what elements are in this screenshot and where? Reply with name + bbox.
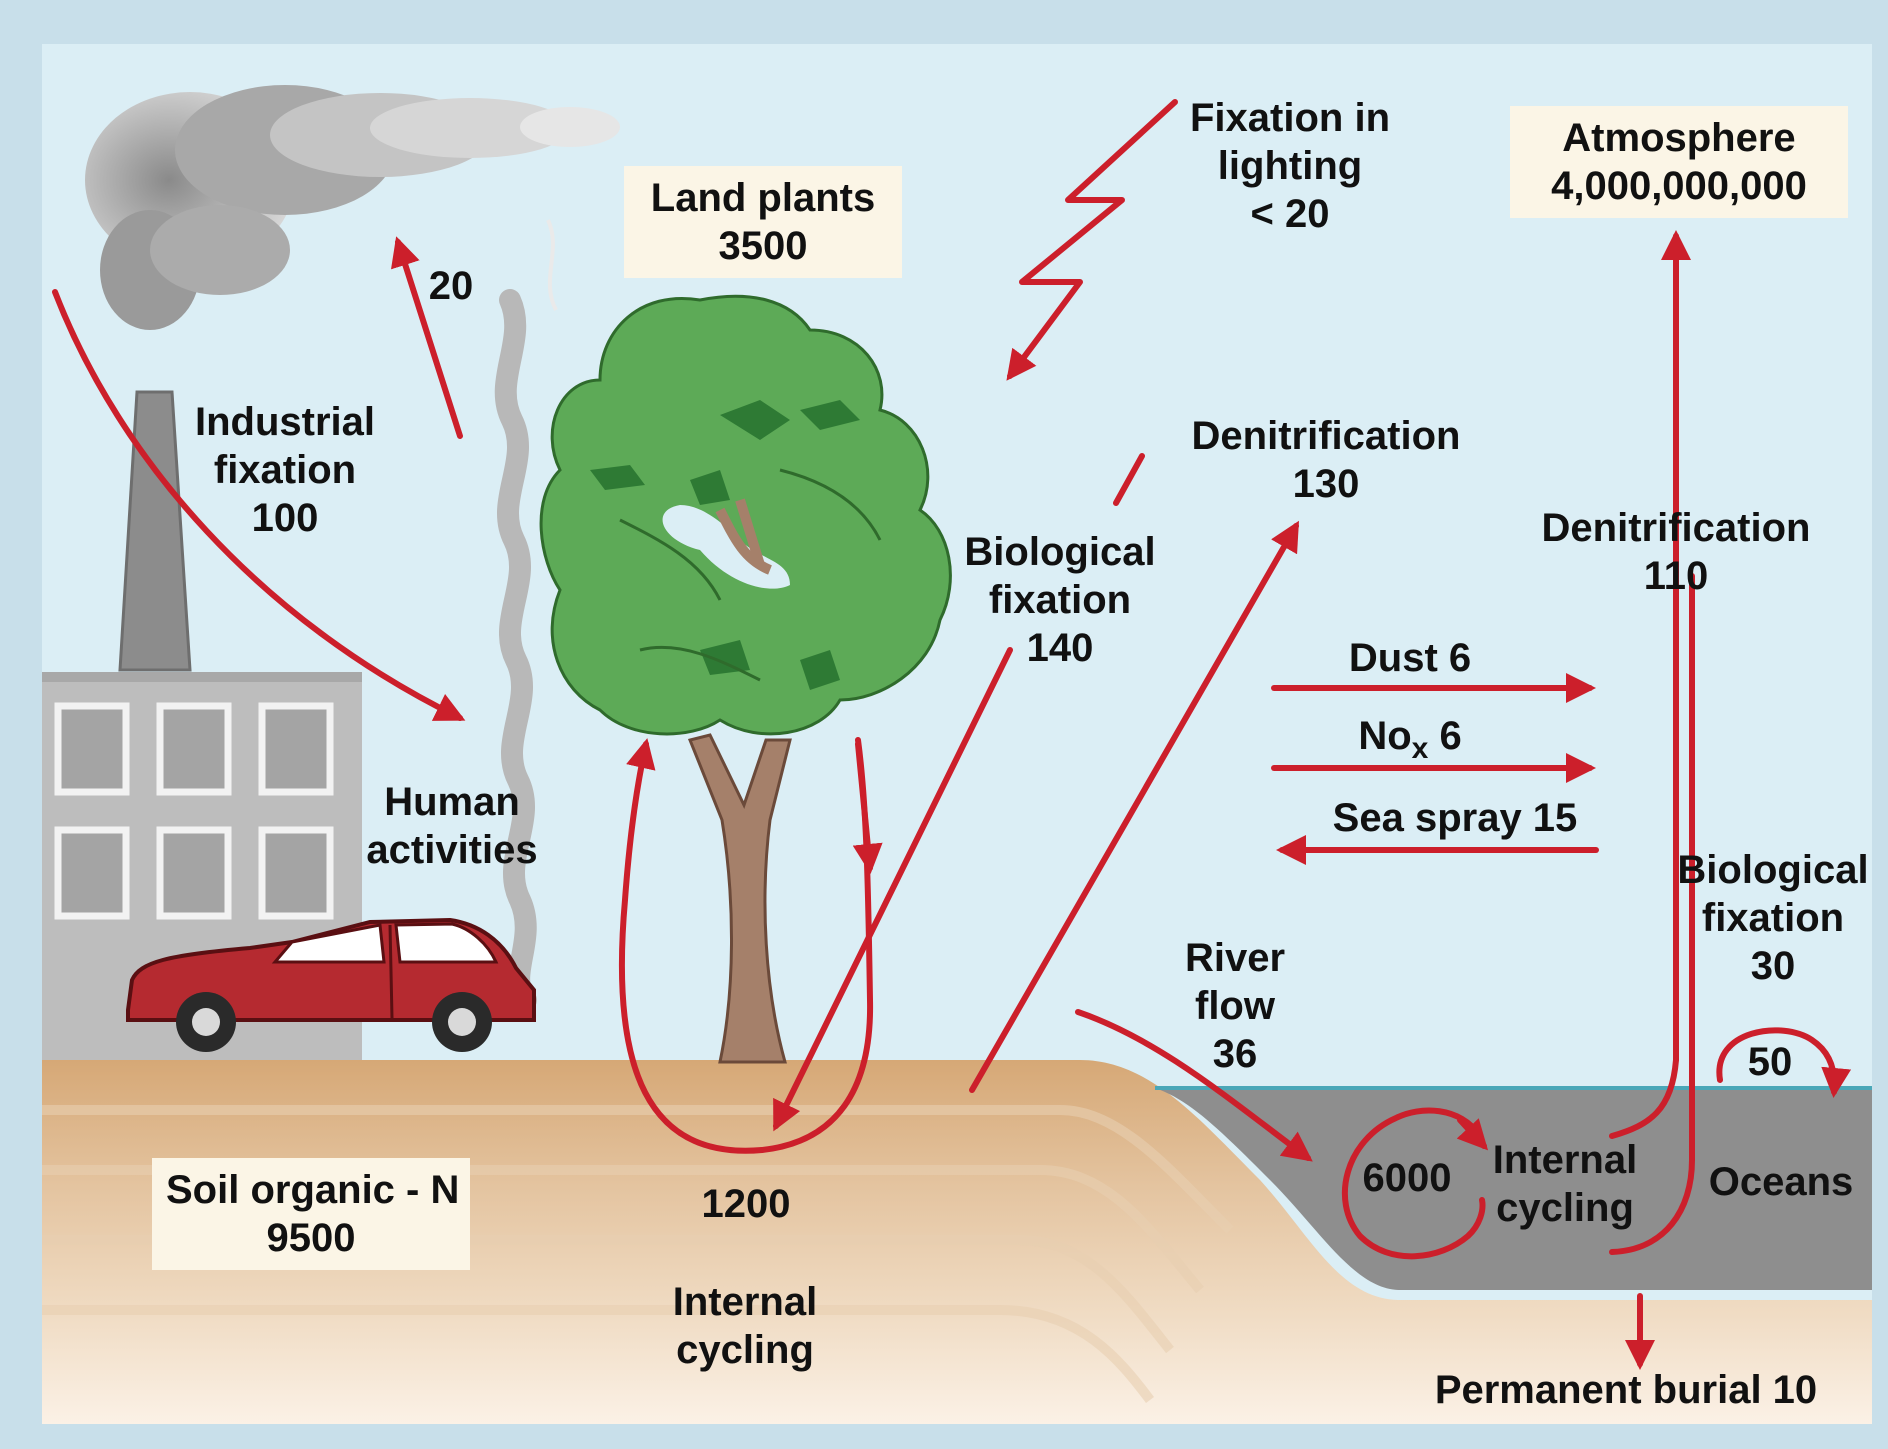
river-flow-label: River flow 36 [1160, 934, 1310, 1078]
land-internal-cycle-value: 1200 [701, 1182, 791, 1226]
denit-land-line1: Denitrification [1191, 414, 1461, 458]
ocean-internal-cycle-head [1456, 1117, 1489, 1151]
tree-icon [539, 294, 952, 1064]
ocean-surface-cycle-value: 50 [1747, 1040, 1793, 1084]
dust-label: Dust 6 [1348, 636, 1472, 680]
permanent-burial-label: Permanent burial 10 [1434, 1368, 1818, 1412]
bio-fix-land-line2: fixation [988, 578, 1132, 622]
nox-subscript: x [1411, 732, 1429, 765]
ocean-biological-fixation-line [1609, 573, 1695, 1255]
land-biological-fixation-label: Biological fixation 140 [950, 528, 1170, 672]
lightning-value: < 20 [1250, 192, 1330, 236]
land-internal-line1: Internal [672, 1280, 818, 1324]
ocean-surface-cycle-arrow [1716, 1027, 1852, 1098]
litter-return-arrow [852, 741, 883, 874]
soil-strata [42, 1105, 1234, 1404]
bio-fix-land-line1: Biological [964, 530, 1156, 574]
bio-fix-land-value: 140 [1026, 626, 1094, 670]
industrial-line2: fixation [213, 448, 357, 492]
lightning-line1: Fixation in [1190, 96, 1390, 140]
industrial-value: 100 [251, 496, 319, 540]
bio-fix-ocean-value: 30 [1750, 944, 1796, 988]
biological-fixation-arrow [773, 647, 1013, 1132]
lightning-fixation-label: Fixation in lighting < 20 [1160, 94, 1420, 238]
smoke-flux-label: 20 [428, 264, 474, 308]
industrial-fixation-label: Industrial fixation 100 [180, 398, 390, 542]
land-denitrification-label: Denitrification 130 [1176, 412, 1476, 508]
ocean-internal-cycle-loop [1342, 1107, 1486, 1260]
nox-value: 6 [1428, 714, 1462, 758]
smoke-emission-arrow [391, 236, 463, 439]
lightning-fixation-arrow [1006, 99, 1178, 381]
nox-label: Nox 6 [1330, 712, 1490, 767]
human-activities-label: Human activities [352, 778, 552, 874]
atmosphere-title: Atmosphere [1562, 116, 1796, 160]
bio-fix-ocean-line2: fixation [1701, 896, 1845, 940]
land-plants-title: Land plants [650, 176, 876, 220]
ocean-internal-line1: Internal [1492, 1138, 1638, 1182]
ocean-internal-line2: cycling [1496, 1186, 1634, 1230]
land-denitrification-arrow [969, 520, 1299, 1093]
exhaust-smoke-icon [494, 289, 537, 1011]
factory-icon [42, 390, 362, 1060]
ocean-internal-cycling-label: Internal cycling [1480, 1136, 1650, 1232]
river-flow-arrow [1075, 1009, 1313, 1162]
biological-fixation-top-segment [1113, 453, 1145, 506]
river-line1: River [1184, 936, 1286, 980]
flux-arrows [52, 99, 1852, 1370]
land-internal-line2: cycling [676, 1328, 814, 1372]
industrial-fixation-arrow [52, 289, 466, 721]
sea-spray-label: Sea spray 15 [1332, 796, 1578, 840]
soil-title: Soil organic - N [166, 1168, 460, 1212]
land-plants-label: Land plants 3500 [624, 166, 902, 278]
human-line1: Human [384, 780, 520, 824]
soil-value: 9500 [266, 1216, 356, 1260]
oceans-label: Oceans [1708, 1160, 1854, 1204]
denit-ocean-line1: Denitrification [1541, 506, 1811, 550]
bio-fix-ocean-line1: Biological [1677, 848, 1869, 892]
lightning-line2: lighting [1217, 144, 1363, 188]
car-icon [126, 917, 536, 1052]
industrial-line1: Industrial [194, 400, 376, 444]
ocean-denitrification-tail [1609, 1057, 1679, 1139]
atmosphere-label: Atmosphere 4,000,000,000 [1510, 106, 1848, 218]
smoke-wisp-icon [546, 219, 558, 311]
land-plants-value: 3500 [718, 224, 808, 268]
atmosphere-value: 4,000,000,000 [1551, 164, 1807, 208]
nox-prefix: No [1358, 714, 1412, 758]
ocean-internal-cycle-value: 6000 [1362, 1156, 1452, 1200]
plant-uptake-arrow [618, 738, 765, 1154]
human-line2: activities [366, 828, 538, 872]
land-internal-cycling-label: Internal cycling [650, 1278, 840, 1374]
river-value: 36 [1212, 1032, 1258, 1076]
soil-organic-n-label: Soil organic - N 9500 [152, 1158, 470, 1270]
river-line2: flow [1195, 984, 1275, 1028]
ocean-denitrification-label: Denitrification 110 [1526, 504, 1826, 600]
denit-land-value: 130 [1292, 462, 1360, 506]
smoke-cloud-icon [85, 85, 620, 330]
ocean-biological-fixation-label: Biological fixation 30 [1668, 846, 1878, 990]
denit-ocean-value: 110 [1643, 554, 1709, 598]
